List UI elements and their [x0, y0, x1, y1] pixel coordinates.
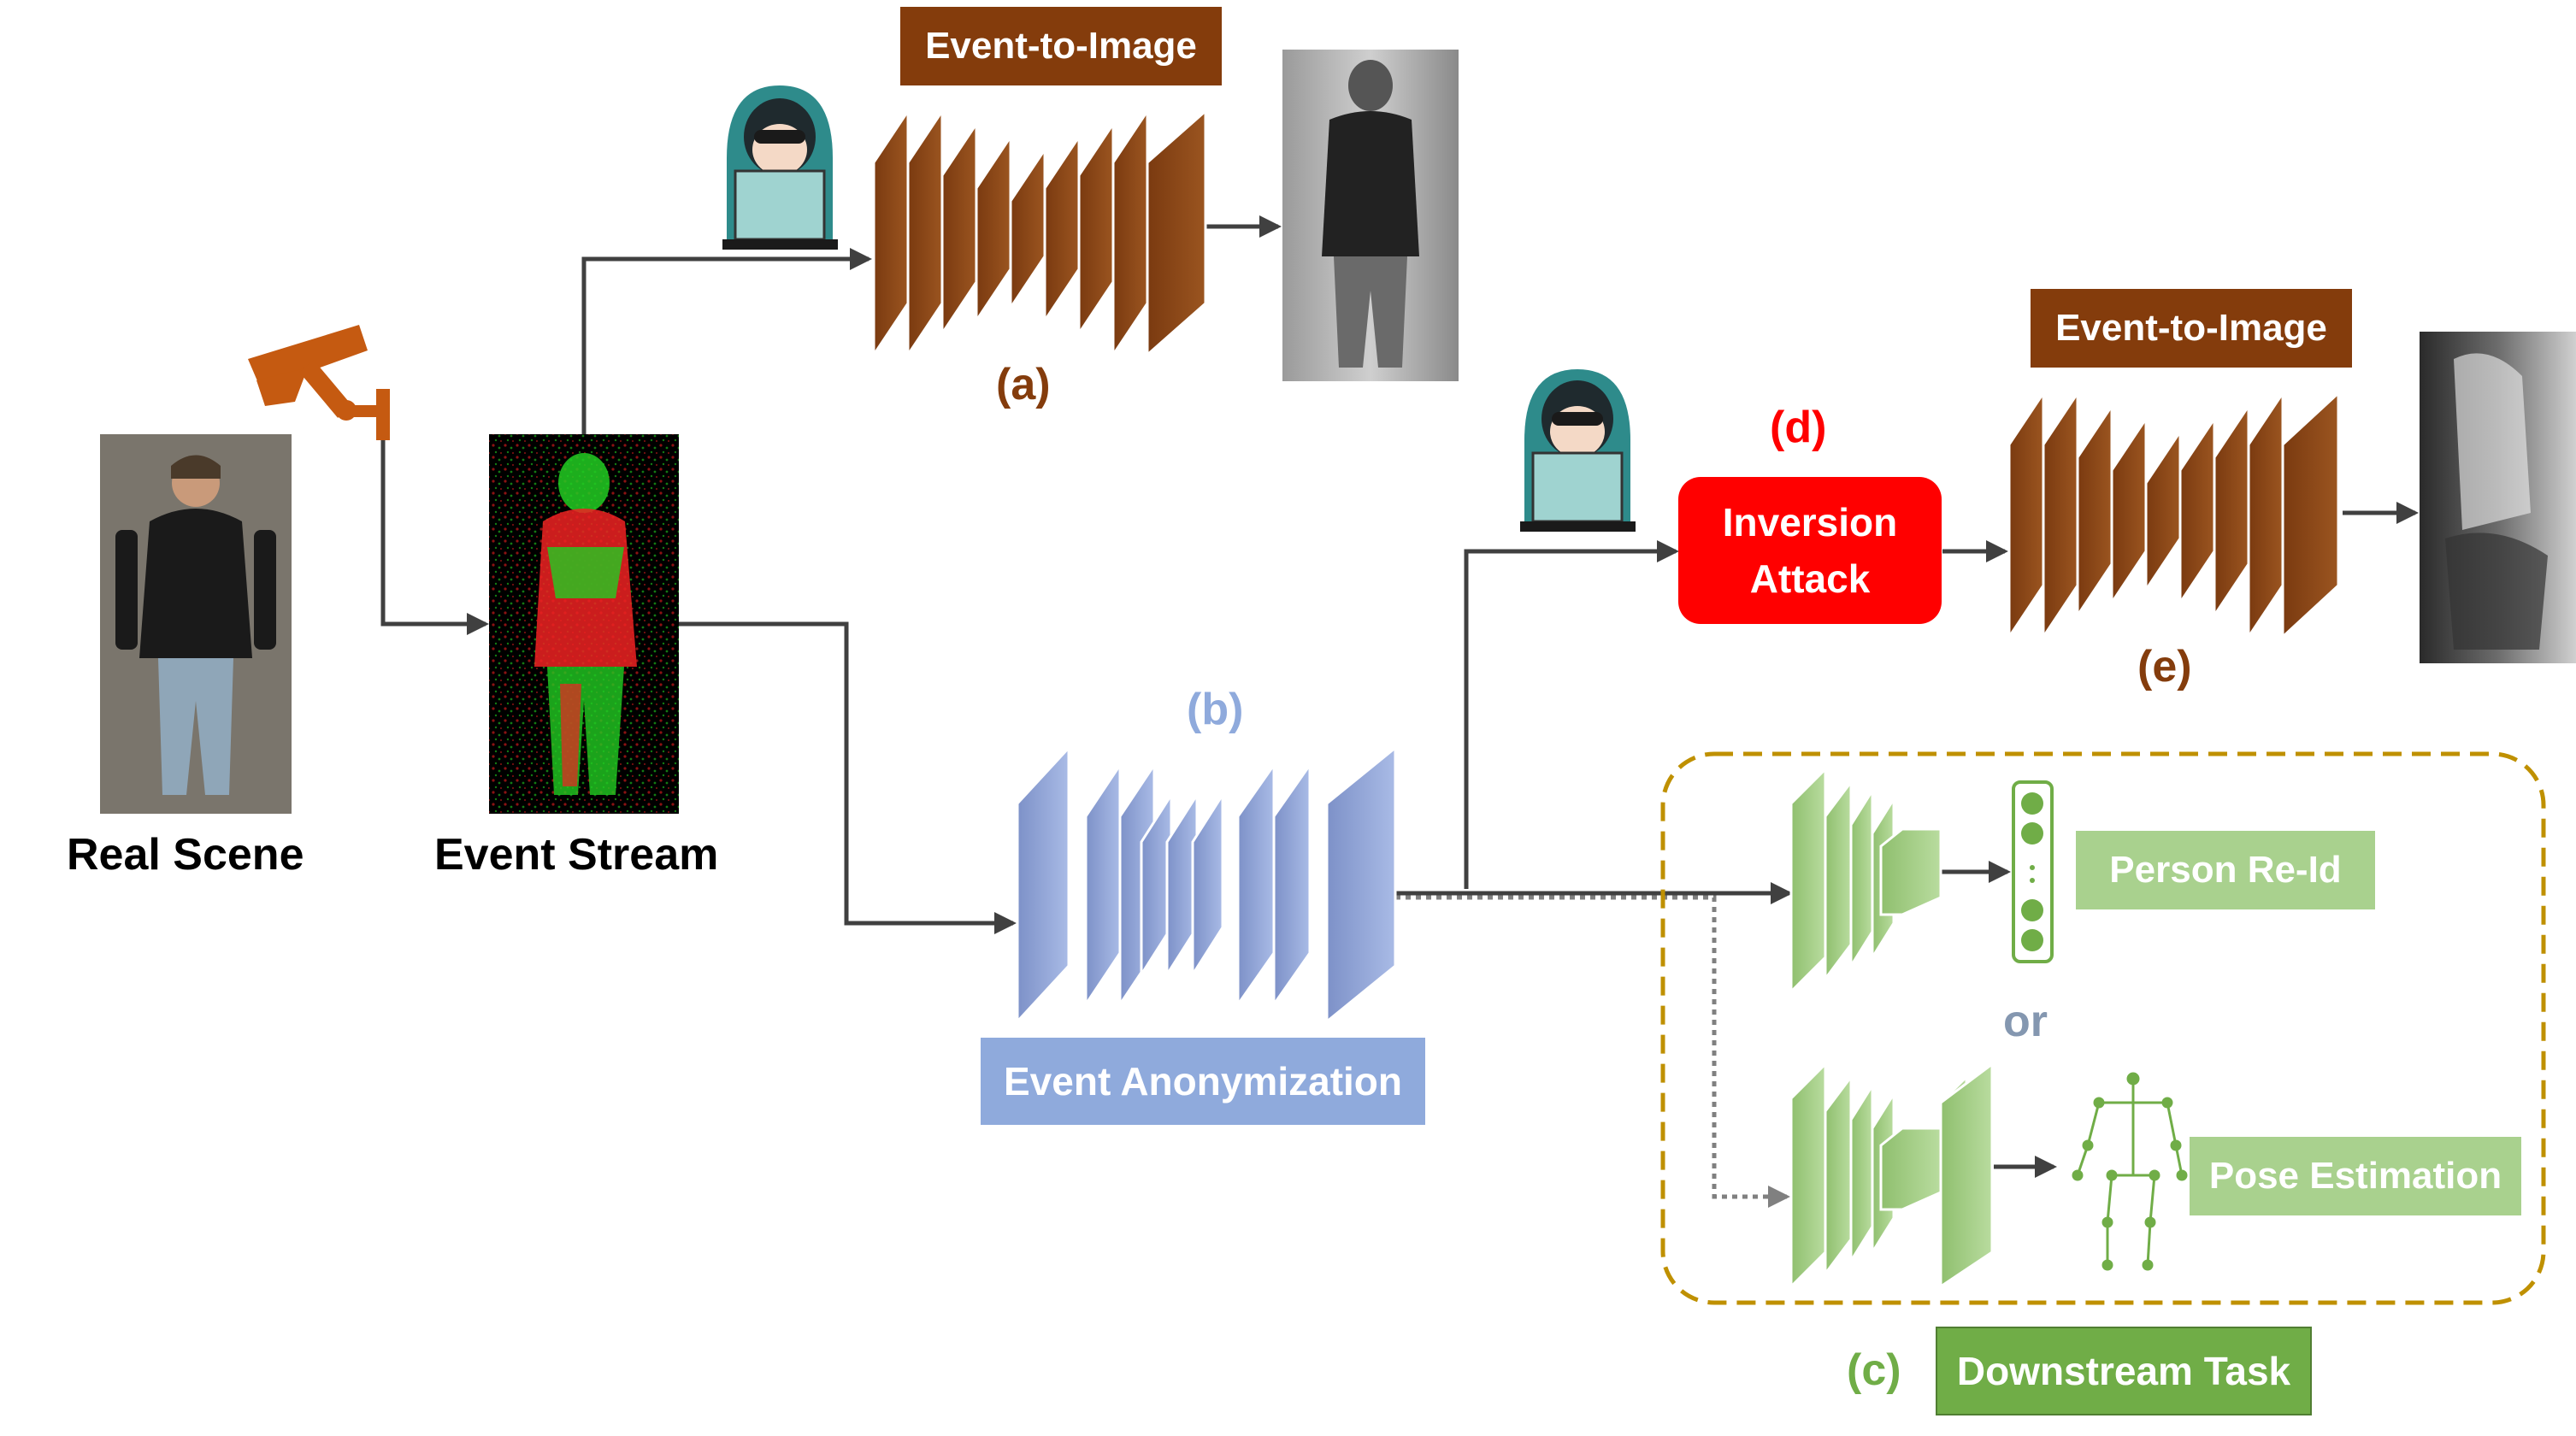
event-to-image-network-right — [2007, 389, 2340, 641]
hacker-icon — [722, 85, 838, 250]
surveillance-camera-icon — [248, 325, 390, 440]
person-reid-label: Person Re-Id — [2076, 831, 2375, 909]
reconstructed-image-attack — [2420, 332, 2576, 663]
feature-vector-icon — [2012, 780, 2054, 963]
event-anonymization-network — [1016, 744, 1397, 1025]
inversion-attack-box: Inversion Attack — [1678, 477, 1942, 624]
inversion-attack-line2: Attack — [1749, 556, 1871, 601]
dotted-connectors — [1395, 895, 1790, 1208]
tag-e: (e) — [2137, 642, 2192, 692]
or-label: or — [2003, 997, 2048, 1046]
connectors — [380, 215, 2419, 1178]
tag-d: (d) — [1770, 403, 1827, 452]
event-to-image-network-top — [872, 107, 1207, 359]
tag-c: (c) — [1847, 1345, 1901, 1395]
real-scene-label: Real Scene — [67, 830, 304, 880]
skeleton-pose-icon — [2072, 1072, 2188, 1271]
tag-a: (a) — [996, 360, 1051, 409]
downstream-task-label: Downstream Task — [1936, 1327, 2312, 1415]
pose-estimation-label: Pose Estimation — [2190, 1137, 2521, 1215]
downstream-task-box — [1660, 751, 2546, 1305]
pose-estimation-network — [1789, 1061, 1994, 1290]
hacker-icon — [1520, 369, 1636, 532]
real-scene-photo — [100, 434, 292, 814]
event-to-image-label-top: Event-to-Image — [900, 7, 1222, 85]
inversion-attack-line1: Inversion — [1722, 500, 1898, 544]
event-stream-image — [489, 434, 679, 814]
event-to-image-label-right: Event-to-Image — [2031, 289, 2352, 368]
event-anonymization-label: Event Anonymization — [981, 1038, 1425, 1125]
tag-b: (b) — [1187, 685, 1244, 734]
reconstructed-image-top — [1282, 50, 1459, 381]
event-stream-label: Event Stream — [434, 830, 719, 880]
person-reid-network — [1789, 766, 1942, 995]
